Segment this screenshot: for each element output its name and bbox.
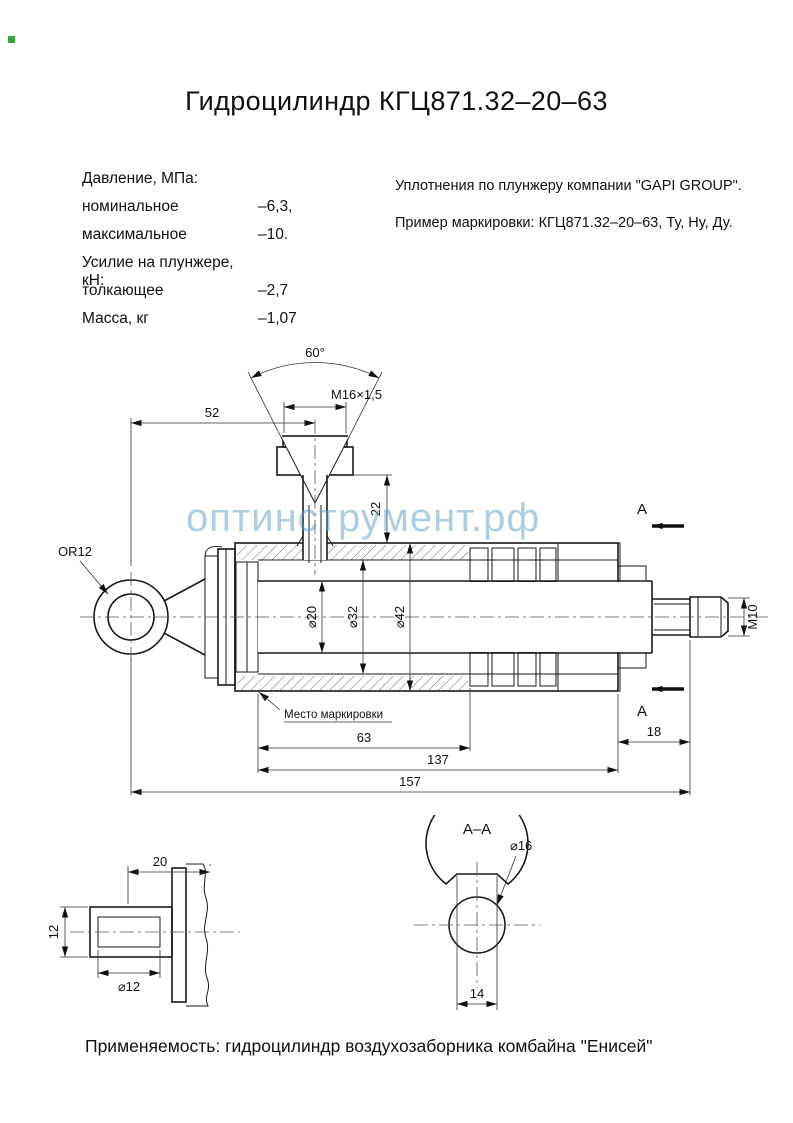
- spec-value: [258, 254, 338, 282]
- section-mark-bottom: А: [637, 685, 684, 720]
- spec-label: Давление, МПа:: [82, 170, 199, 187]
- dim-157-text: 157: [399, 774, 421, 789]
- note-seals: Уплотнения по плунжеру компании "GAPI GR…: [395, 178, 742, 194]
- section-aa-title: А–А: [463, 821, 491, 838]
- applicability-note: Применяемость: гидроцилиндр воздухозабор…: [85, 1036, 653, 1056]
- spec-label: Усилие на плунжере, кН:: [82, 254, 234, 289]
- spec-label: толкающее: [82, 282, 164, 299]
- or12-text: OR12: [58, 544, 92, 559]
- seal-pack-bottom: [469, 651, 557, 687]
- section-aa-view: А–А ⌀16 14: [414, 815, 540, 1010]
- spec-value: [258, 170, 338, 198]
- dim-22-text: 22: [368, 502, 383, 516]
- bottom-extension-lines: [130, 640, 691, 795]
- spec-row: Усилие на плунжере, кН:: [82, 254, 338, 289]
- dim-20: 20: [127, 854, 211, 904]
- dim-20-text: 20: [153, 854, 167, 869]
- spec-value: –10.: [258, 226, 289, 243]
- dim-52-text: 52: [205, 405, 219, 420]
- dim-137-text: 137: [427, 752, 449, 767]
- dim-12: 12: [46, 906, 88, 958]
- dim-63-text: 63: [357, 730, 371, 745]
- dim-dia20: ⌀20: [304, 581, 326, 653]
- marking-location-note: Место маркировки: [258, 691, 392, 723]
- dim-dia32: ⌀32: [345, 560, 367, 674]
- spec-row: толкающее –2,7: [82, 282, 338, 310]
- dim-dia20-text: ⌀20: [304, 606, 319, 628]
- detail-part: [70, 863, 240, 1007]
- spec-value: –6,3,: [258, 198, 293, 215]
- spec-row: Давление, МПа:: [82, 170, 338, 198]
- spec-label: максимальное: [82, 226, 187, 243]
- dim-157: 157: [131, 774, 690, 796]
- dim-63: 63: [258, 730, 470, 752]
- marking-note-text: Место маркировки: [284, 709, 383, 721]
- dim-dia42: ⌀42: [392, 543, 414, 691]
- dim-12-text: 12: [46, 925, 61, 939]
- dim-thread-rod-text: M10: [745, 604, 760, 629]
- dim-dia42-text: ⌀42: [392, 606, 407, 628]
- label-or12: OR12: [58, 544, 109, 595]
- spec-row: номинальное –6,3,: [82, 198, 338, 226]
- dim-60deg: 60°: [247, 345, 383, 438]
- spec-label: номинальное: [82, 198, 179, 215]
- main-view: OR12 60° M16×1,5 52 22: [58, 345, 768, 796]
- dim-thread-top-text: M16×1,5: [331, 387, 382, 402]
- dim-14: 14: [456, 876, 498, 1010]
- dim-thread-rod: M10: [728, 597, 760, 637]
- spec-row: Масса, кг –1,07: [82, 310, 338, 338]
- detail-view: 20 12 ⌀12: [46, 854, 240, 1007]
- spec-value: –1,07: [258, 310, 297, 327]
- eye-flange: [204, 546, 236, 686]
- dim-22: 22: [353, 474, 392, 543]
- section-mark-top: А: [637, 501, 684, 530]
- dim-14-text: 14: [470, 986, 484, 1001]
- section-aa-part: [414, 815, 540, 988]
- dim-60-text: 60°: [305, 345, 325, 360]
- spec-row: максимальное –10.: [82, 226, 338, 254]
- section-letter-top: А: [637, 501, 647, 518]
- notes-block: Уплотнения по плунжеру компании "GAPI GR…: [395, 178, 742, 252]
- dim-dia32-text: ⌀32: [345, 606, 360, 628]
- spec-label: Масса, кг: [82, 310, 149, 327]
- spec-table: Давление, МПа: номинальное –6,3, максима…: [82, 170, 338, 338]
- dim-dia16: ⌀16: [496, 838, 532, 906]
- dim-18: 18: [618, 724, 690, 746]
- dim-dia16-text: ⌀16: [510, 838, 532, 853]
- dim-thread-top: M16×1,5: [283, 387, 382, 433]
- drawing-title: Гидроцилиндр КГЦ871.32–20–63: [185, 86, 608, 116]
- dim-137: 137: [258, 752, 618, 774]
- page-corner-marker: [8, 36, 15, 43]
- dim-52: 52: [130, 405, 315, 566]
- dim-18-text: 18: [647, 724, 661, 739]
- centerlines: [80, 420, 768, 664]
- note-marking-example: Пример маркировки: КГЦ871.32–20–63, Ту, …: [395, 215, 733, 231]
- spec-value: –2,7: [258, 282, 289, 299]
- seal-pack-top: [469, 547, 557, 583]
- dim-dia12-text: ⌀12: [118, 979, 140, 994]
- section-letter-bottom: А: [637, 703, 647, 720]
- dim-dia12: ⌀12: [97, 950, 161, 994]
